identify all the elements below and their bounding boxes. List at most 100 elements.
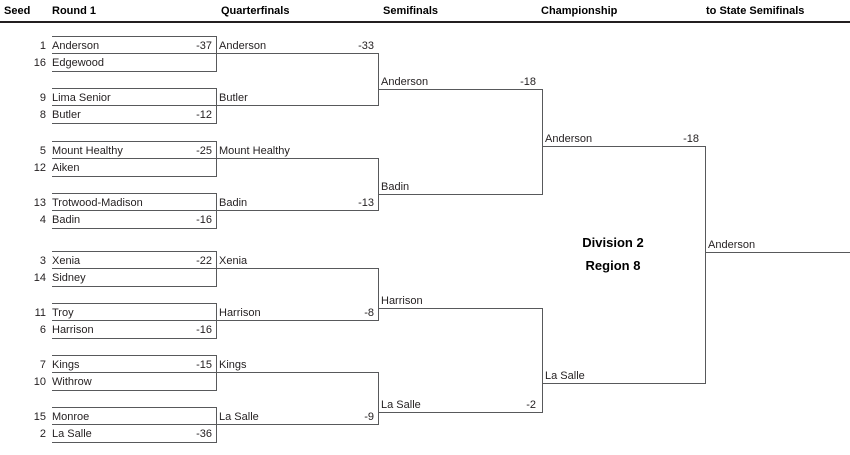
team-score: -16 bbox=[196, 324, 212, 336]
championship-connector bbox=[705, 146, 706, 384]
team-name: Edgewood bbox=[52, 57, 104, 69]
seed-label: 12 bbox=[33, 162, 46, 174]
round1-bottom-line bbox=[52, 123, 216, 124]
round1-connector bbox=[216, 251, 217, 287]
qf-connector bbox=[378, 268, 379, 321]
round1-mid-line bbox=[52, 372, 216, 373]
team-score: -18 bbox=[520, 76, 536, 88]
team-name: La Salle bbox=[545, 370, 585, 382]
team-name: Aiken bbox=[52, 162, 80, 174]
sf-connector bbox=[542, 89, 543, 195]
team-score: -33 bbox=[358, 40, 374, 52]
team-score: -18 bbox=[683, 133, 699, 145]
team-name: Monroe bbox=[52, 411, 90, 423]
team-name: Anderson bbox=[708, 239, 756, 251]
qf-connector bbox=[378, 158, 379, 211]
team-name: La Salle bbox=[52, 428, 92, 440]
seed-label: 11 bbox=[34, 307, 46, 319]
round1-mid-line bbox=[52, 53, 216, 54]
seed-label: 3 bbox=[39, 255, 46, 267]
column-header-round1: Round 1 bbox=[52, 5, 96, 17]
seed-label: 15 bbox=[33, 411, 46, 423]
round1-bottom-line bbox=[52, 71, 216, 72]
team-score: -25 bbox=[196, 145, 212, 157]
team-name: Xenia bbox=[219, 255, 248, 267]
team-name: Lima Senior bbox=[52, 92, 111, 104]
round1-top-line bbox=[52, 193, 216, 194]
team-score: -16 bbox=[196, 214, 212, 226]
seed-label: 1 bbox=[39, 40, 46, 52]
round1-connector bbox=[216, 407, 217, 443]
team-name: Badin bbox=[52, 214, 81, 226]
seed-label: 6 bbox=[39, 324, 46, 336]
team-name: Sidney bbox=[52, 272, 86, 284]
round1-top-line bbox=[52, 303, 216, 304]
team-score: -8 bbox=[364, 307, 374, 319]
team-name: Mount Healthy bbox=[219, 145, 290, 157]
team-name: Kings bbox=[219, 359, 247, 371]
qf-top-line bbox=[217, 158, 378, 159]
qf-top-line bbox=[217, 372, 378, 373]
round1-connector bbox=[216, 141, 217, 177]
team-name: Harrison bbox=[381, 295, 423, 307]
state-advance-line bbox=[706, 252, 850, 253]
team-name: La Salle bbox=[381, 399, 421, 411]
column-header-championship: Championship bbox=[541, 5, 618, 17]
seed-label: 2 bbox=[39, 428, 46, 440]
round1-mid-line bbox=[52, 210, 216, 211]
team-score: -2 bbox=[526, 399, 536, 411]
team-name: Xenia bbox=[52, 255, 81, 267]
team-name: Anderson bbox=[52, 40, 100, 52]
team-score: -9 bbox=[364, 411, 374, 423]
sf-top-line bbox=[379, 308, 542, 309]
round1-connector bbox=[216, 36, 217, 72]
team-name: Trotwood-Madison bbox=[52, 197, 143, 209]
seed-label: 16 bbox=[33, 57, 46, 69]
round1-connector bbox=[216, 303, 217, 339]
round1-mid-line bbox=[52, 424, 216, 425]
sf-bottom-line bbox=[379, 412, 542, 413]
team-score: -12 bbox=[196, 109, 212, 121]
team-name: Badin bbox=[381, 181, 410, 193]
seed-label: 5 bbox=[39, 145, 46, 157]
round1-mid-line bbox=[52, 268, 216, 269]
round1-bottom-line bbox=[52, 228, 216, 229]
qf-bottom-line bbox=[217, 320, 378, 321]
team-name: La Salle bbox=[219, 411, 259, 423]
team-name: Troy bbox=[52, 307, 74, 319]
round1-mid-line bbox=[52, 158, 216, 159]
region-label: Region 8 bbox=[585, 258, 641, 273]
team-score: -36 bbox=[196, 428, 212, 440]
round1-bottom-line bbox=[52, 442, 216, 443]
qf-connector bbox=[378, 53, 379, 106]
seed-label: 7 bbox=[39, 359, 46, 371]
team-name: Harrison bbox=[219, 307, 261, 319]
sf-bottom-line bbox=[379, 194, 542, 195]
seed-label: 4 bbox=[39, 214, 46, 226]
seed-label: 14 bbox=[33, 272, 46, 284]
round1-bottom-line bbox=[52, 390, 216, 391]
team-name: Anderson bbox=[545, 133, 593, 145]
seed-label: 10 bbox=[33, 376, 46, 388]
team-name: Butler bbox=[52, 109, 81, 121]
round1-top-line bbox=[52, 407, 216, 408]
header-divider bbox=[0, 21, 850, 23]
sf-connector bbox=[542, 308, 543, 413]
team-name: Butler bbox=[219, 92, 248, 104]
seed-label: 13 bbox=[33, 197, 46, 209]
round1-connector bbox=[216, 355, 217, 391]
round1-bottom-line bbox=[52, 338, 216, 339]
round1-top-line bbox=[52, 251, 216, 252]
division-label: Division 2 bbox=[582, 235, 644, 250]
round1-top-line bbox=[52, 88, 216, 89]
qf-top-line bbox=[217, 268, 378, 269]
team-name: Anderson bbox=[219, 40, 267, 52]
championship-bottom-line bbox=[543, 383, 705, 384]
qf-bottom-line bbox=[217, 105, 378, 106]
column-header-semifinals: Semifinals bbox=[383, 5, 439, 17]
seed-label: 8 bbox=[39, 109, 46, 121]
column-header-seed: Seed bbox=[4, 5, 31, 17]
team-name: Harrison bbox=[52, 324, 94, 336]
team-score: -15 bbox=[196, 359, 212, 371]
round1-connector bbox=[216, 193, 217, 229]
